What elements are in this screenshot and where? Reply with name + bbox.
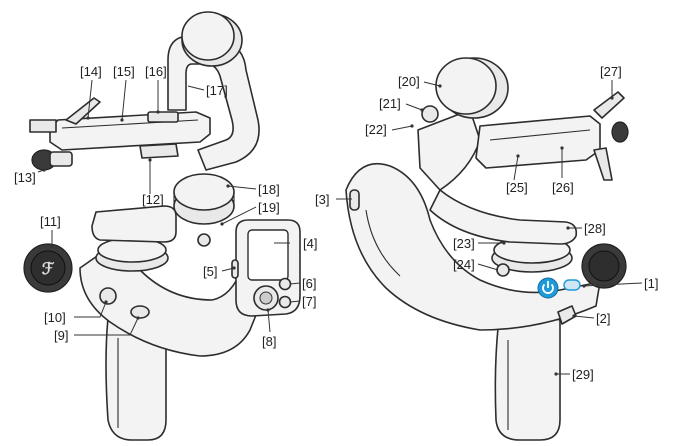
callout-6: [6]	[302, 276, 316, 291]
back-leader-lines	[336, 80, 643, 376]
callout-26: [26]	[552, 180, 574, 195]
callout-9: [9]	[54, 328, 68, 343]
callout-11: [11]	[40, 214, 61, 229]
front-view-illustration: ℱ	[23, 11, 301, 441]
callout-20: [20]	[398, 74, 420, 89]
callout-23: [23]	[453, 236, 475, 251]
callout-22: [22]	[365, 122, 387, 137]
back-view-illustration	[345, 57, 629, 441]
callout-12: [12]	[142, 192, 164, 207]
callout-14: [14]	[80, 64, 102, 79]
brand-logo-icon: ℱ	[42, 261, 55, 278]
callout-4: [4]	[303, 236, 317, 251]
front-leader-lines	[37, 79, 301, 336]
callout-7: [7]	[302, 294, 316, 309]
callout-13: [13]	[14, 170, 36, 185]
callout-18: [18]	[258, 182, 280, 197]
callout-25: [25]	[506, 180, 528, 195]
power-icon	[542, 281, 554, 294]
callout-19: [19]	[258, 200, 280, 215]
callout-10: [10]	[44, 310, 66, 325]
callout-24: [24]	[453, 257, 475, 272]
callout-27: [27]	[600, 64, 622, 79]
front-callouts: [13] [14] [15] [16] [17] [12] [18] [19] …	[14, 64, 317, 349]
callout-1: [1]	[644, 276, 658, 291]
callout-21: [21]	[379, 96, 401, 111]
callout-8: [8]	[262, 334, 276, 349]
callout-17: [17]	[206, 83, 228, 98]
callout-29: [29]	[572, 367, 594, 382]
callout-2: [2]	[596, 311, 610, 326]
callout-5: [5]	[203, 264, 217, 279]
callout-15: [15]	[113, 64, 135, 79]
back-callouts: [20] [21] [22] [27] [3] [25] [26] [28] […	[315, 64, 658, 382]
callout-16: [16]	[145, 64, 167, 79]
callout-3: [3]	[315, 192, 329, 207]
callout-28: [28]	[584, 221, 606, 236]
